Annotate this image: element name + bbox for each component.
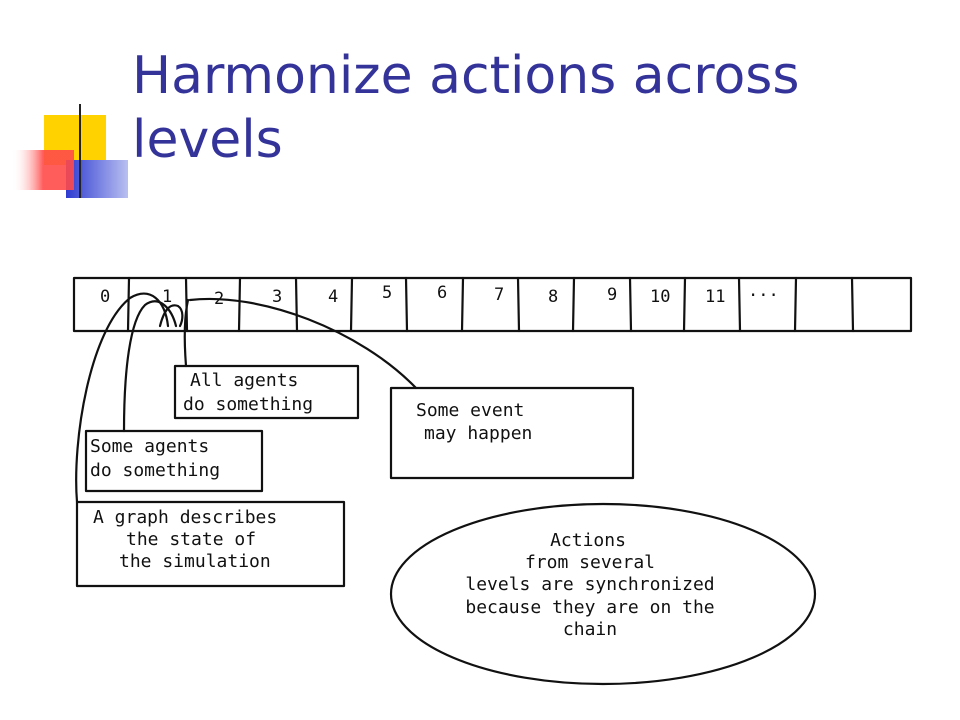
ellipse-line-1: Actions <box>550 530 626 551</box>
timeline-divider <box>850 276 855 333</box>
timeline-cell-label: 5 <box>382 283 392 303</box>
timeline-cell-label: 0 <box>100 287 110 307</box>
timeline-cell-label: 6 <box>437 283 447 303</box>
timeline-divider <box>737 276 742 333</box>
title-line-1: Harmonize actions across <box>132 46 800 106</box>
timeline-divider <box>516 276 521 333</box>
timeline-cell-label: 10 <box>650 287 670 307</box>
synchronization-ellipse <box>389 502 817 686</box>
box-some-agents-line-2: do something <box>90 460 220 481</box>
box-some-event <box>389 386 635 480</box>
box-graph-line-3: the simulation <box>119 551 271 572</box>
connector-some-agents-inner <box>158 304 184 328</box>
timeline-divider <box>628 276 633 333</box>
timeline-divider <box>126 276 131 333</box>
timeline-divider <box>460 276 465 333</box>
timeline-divider <box>793 276 798 333</box>
box-some-event-line-1: Some event <box>416 400 524 421</box>
box-some-agents <box>84 429 264 493</box>
timeline-strip <box>72 276 913 333</box>
box-some-event-line-2: may happen <box>424 423 532 444</box>
timeline-divider <box>237 276 242 333</box>
ellipse-line-3: levels are synchronized <box>465 574 714 595</box>
timeline-cell-label: 3 <box>272 287 282 307</box>
timeline-divider <box>404 276 409 333</box>
timeline-dividers <box>126 276 855 333</box>
connector-all-agents <box>183 298 190 368</box>
timeline-divider <box>682 276 687 333</box>
box-graph-line-2: the state of <box>126 529 256 550</box>
timeline-divider <box>349 276 354 333</box>
timeline-cell-label: 4 <box>328 287 338 307</box>
deco-blue-square <box>66 160 128 198</box>
timeline-cell-label: 8 <box>548 287 558 307</box>
box-graph <box>75 500 346 588</box>
box-graph-line-1: A graph describes <box>93 507 277 528</box>
timeline-cell-label: 11 <box>705 287 725 307</box>
ellipse-line-2: from several <box>525 552 655 573</box>
ellipse-line-5: chain <box>563 619 617 640</box>
slide-title: Harmonize actions across levels <box>132 44 912 172</box>
box-all-agents-line-2: do something <box>183 394 313 415</box>
timeline-divider <box>294 276 299 333</box>
deco-red-bar <box>12 150 74 190</box>
connector-graph <box>75 292 170 504</box>
connector-some-event <box>188 297 418 390</box>
timeline-cell-label: 1 <box>162 287 172 307</box>
timeline-cell-label: ... <box>748 281 779 301</box>
title-line-2: levels <box>132 110 283 170</box>
box-all-agents-line-1: All agents <box>190 370 298 391</box>
ellipse-line-4: because they are on the <box>465 597 714 618</box>
box-all-agents <box>173 364 360 420</box>
timeline-divider <box>571 276 576 333</box>
timeline-cell-label: 9 <box>607 285 617 305</box>
timeline-cell-label: 7 <box>494 285 504 305</box>
box-some-agents-line-1: Some agents <box>90 436 209 457</box>
